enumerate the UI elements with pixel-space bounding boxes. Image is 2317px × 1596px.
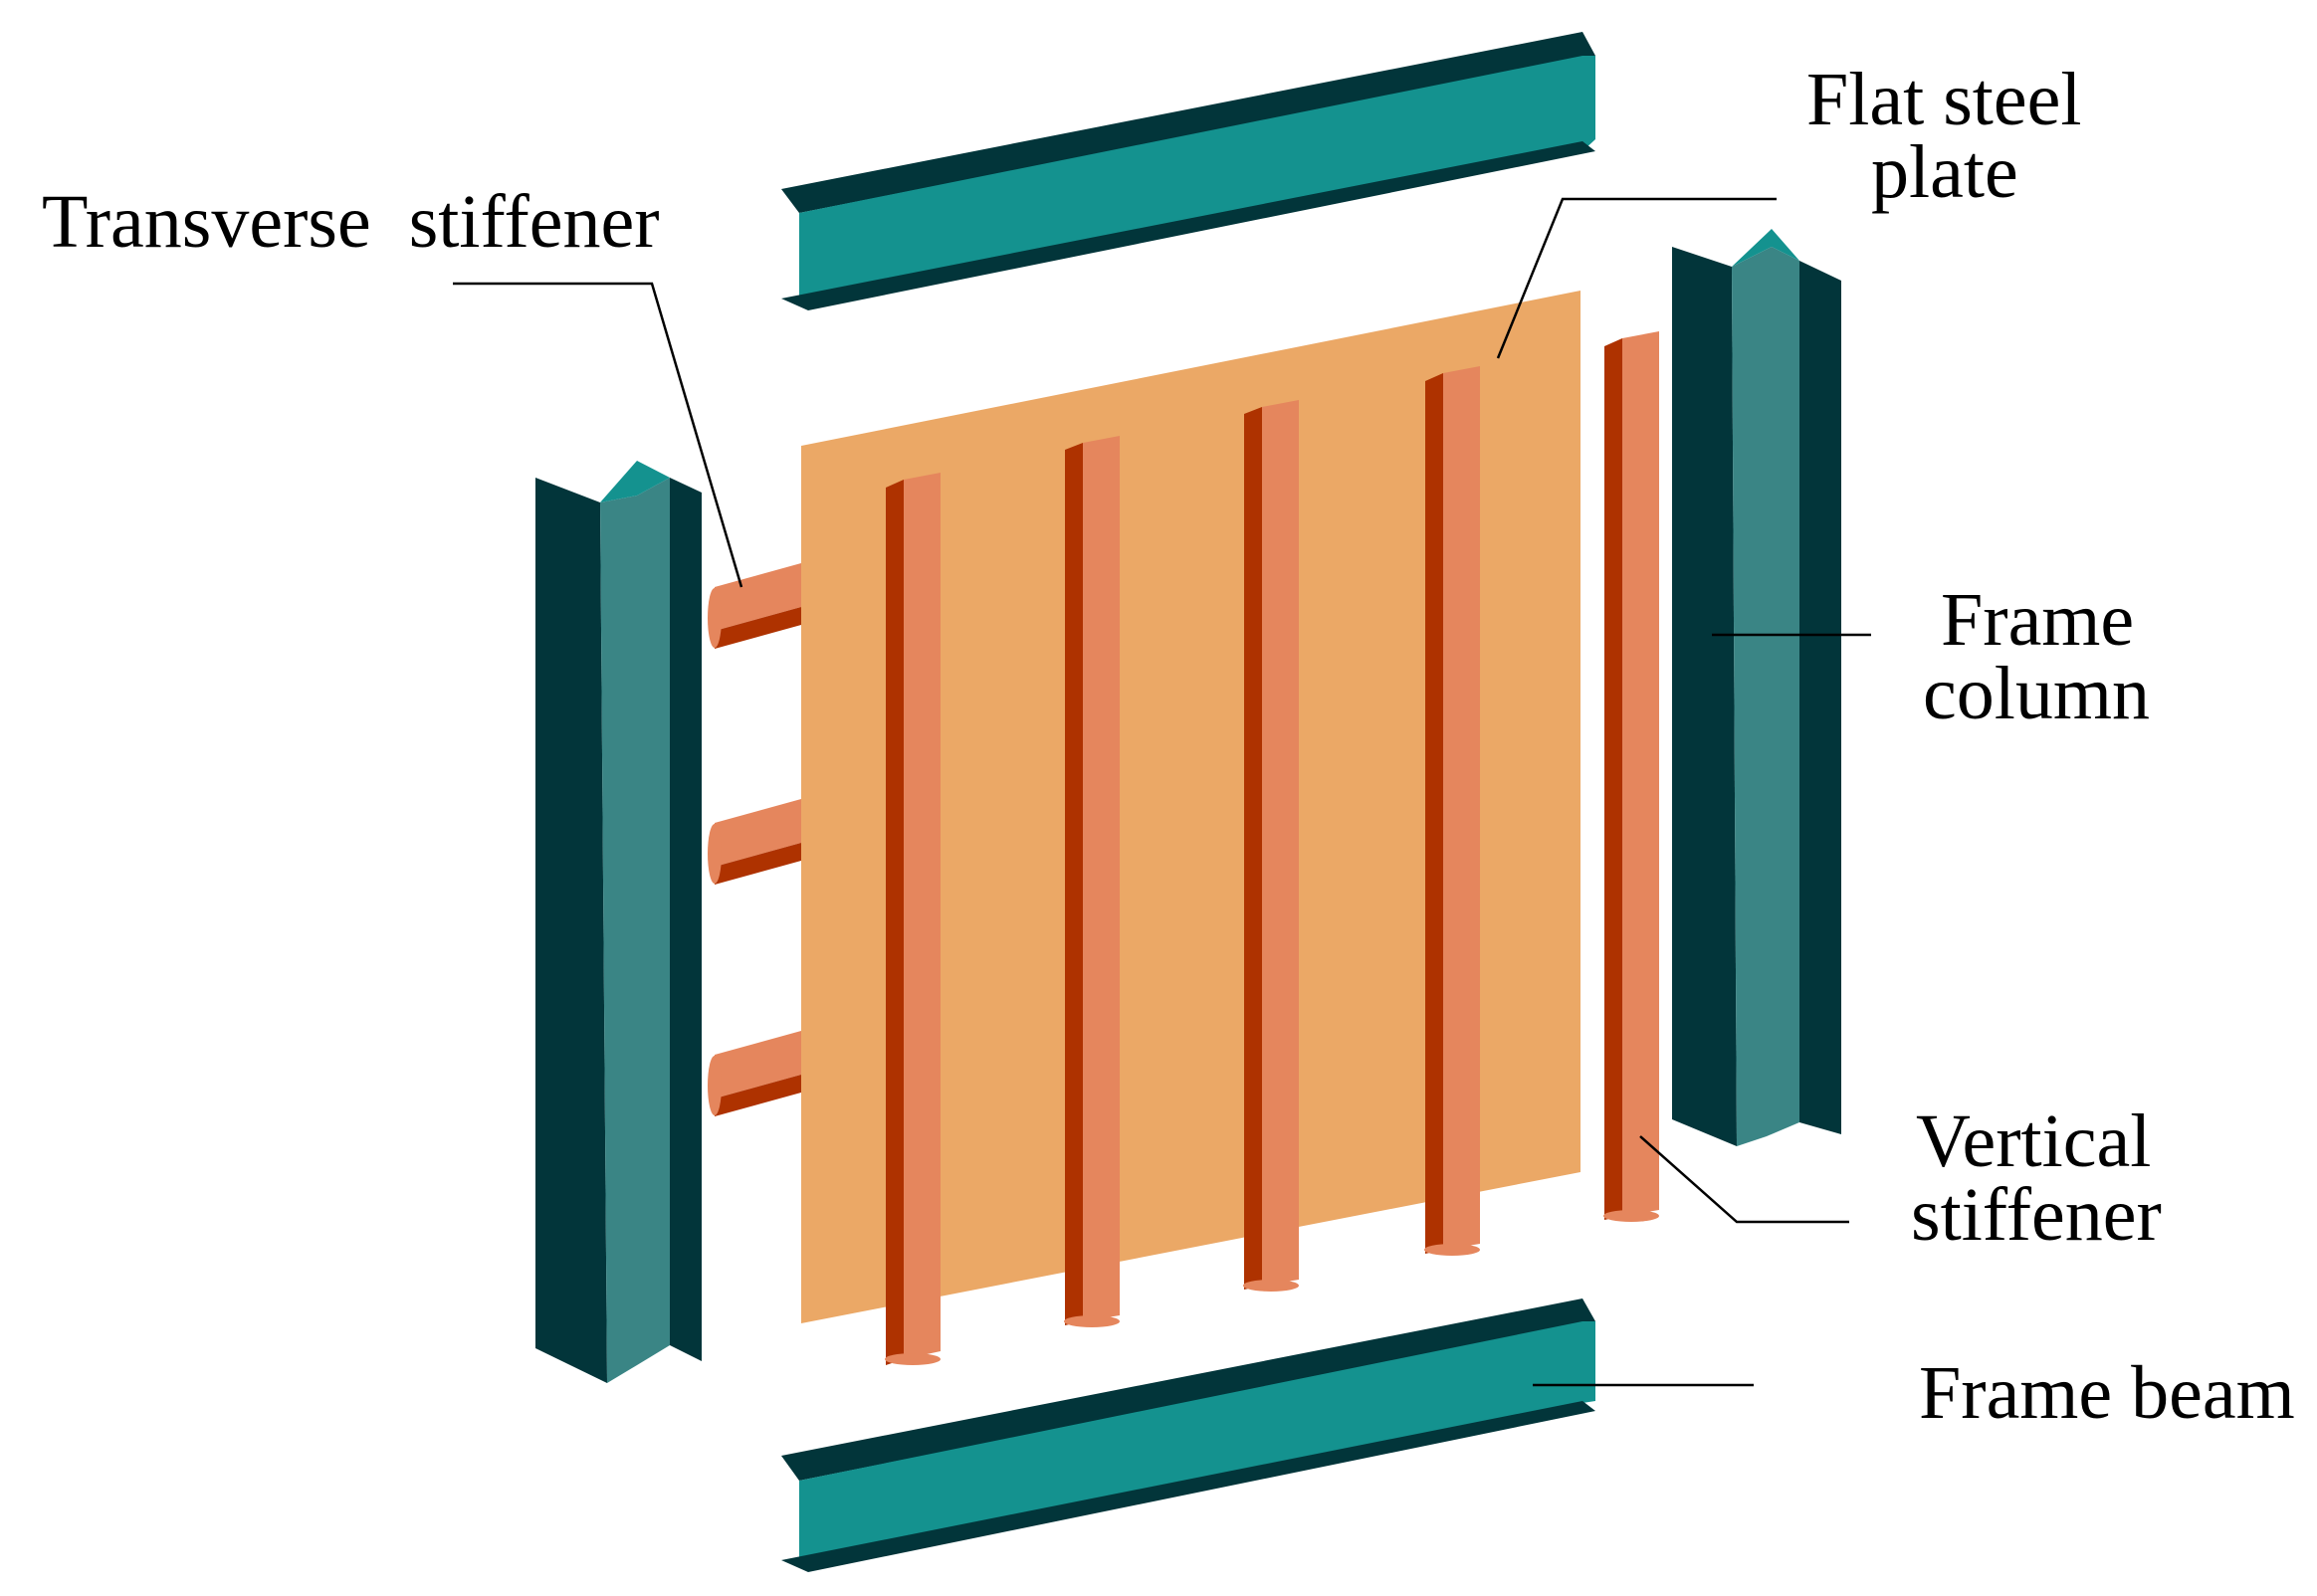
vertical-stiffener	[1424, 366, 1480, 1256]
labels: Transverse stiffener Flat steel plate Fr…	[42, 58, 2295, 1435]
vertical-stiffener	[885, 473, 941, 1365]
left-column-back-flange	[535, 478, 607, 1383]
transverse-stiffener	[708, 563, 801, 649]
bottom-beam-web	[799, 1321, 1582, 1560]
label-frame-beam: Frame beam	[1919, 1351, 2295, 1435]
bottom-frame-beam	[781, 1298, 1595, 1572]
left-frame-column	[535, 461, 702, 1383]
top-beam-end-face	[1582, 56, 1595, 151]
label-transverse-stiffener: Transverse stiffener	[42, 180, 660, 264]
bottom-beam-bottom-flange	[781, 1401, 1595, 1572]
vertical-stiffener	[1603, 331, 1659, 1222]
top-beam-top-flange	[781, 32, 1595, 213]
flat-steel-plate	[801, 291, 1580, 1323]
leader-line-flat-steel-plate	[1496, 197, 1777, 359]
label-frame-column-line2: column	[1923, 652, 2150, 735]
right-column-web	[1732, 247, 1799, 1146]
transverse-stiffener	[708, 1031, 801, 1116]
bottom-beam-top-flange	[781, 1298, 1595, 1481]
label-frame-column-line1: Frame	[1941, 578, 2134, 662]
label-flat-steel-plate-line2: plate	[1871, 130, 2018, 214]
vertical-stiffener	[1243, 400, 1299, 1292]
vertical-stiffeners	[885, 331, 1659, 1365]
leader-lines	[453, 197, 1871, 1387]
left-column-front-flange-top	[600, 461, 670, 502]
right-column-front-flange-top	[1732, 229, 1799, 267]
label-flat-steel-plate-line1: Flat steel	[1806, 58, 2082, 141]
top-frame-beam	[781, 32, 1595, 310]
top-beam-bottom-flange	[781, 141, 1595, 310]
label-vertical-stiffener-line2: stiffener	[1911, 1173, 2162, 1257]
bottom-beam-end-face	[1582, 1321, 1595, 1403]
transverse-stiffener	[708, 799, 801, 885]
label-vertical-stiffener-line1: Vertical	[1916, 1099, 2151, 1183]
right-frame-column	[1672, 229, 1841, 1146]
left-column-front-flange	[670, 478, 702, 1361]
leader-line-transverse-stiffener	[453, 282, 743, 588]
vertical-stiffener	[1064, 436, 1120, 1327]
left-column-web	[600, 478, 670, 1383]
leader-line-vertical-stiffener	[1639, 1135, 1849, 1224]
top-beam-web	[799, 56, 1582, 299]
right-column-front-flange	[1799, 261, 1841, 1134]
right-column-back-flange	[1672, 247, 1737, 1146]
transverse-stiffeners	[708, 563, 801, 1116]
